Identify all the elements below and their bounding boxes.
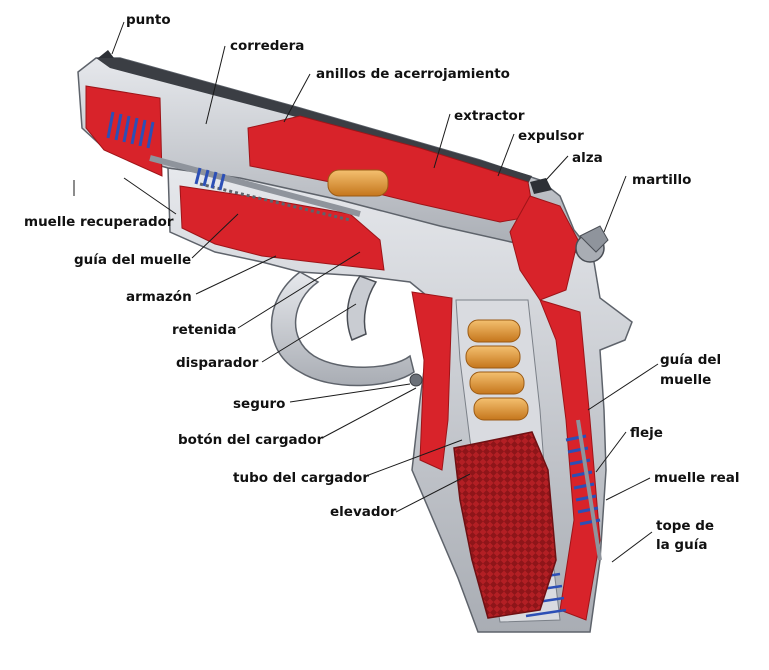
- magazine-release-knob: [409, 373, 423, 387]
- leader-punto: [111, 21, 125, 55]
- hammer: [575, 225, 609, 263]
- chamber-cartridge: [327, 169, 389, 197]
- leader-alza: [545, 155, 569, 181]
- label-muelle-real: muelle real: [654, 470, 740, 486]
- trigger: [346, 275, 378, 341]
- label-tope-de-line1: tope de: [656, 518, 714, 534]
- leader-fleje: [595, 431, 627, 473]
- leader-boton: [321, 387, 417, 439]
- rear-sight: [530, 178, 552, 194]
- label-fleje: fleje: [630, 425, 663, 441]
- leader-tubo: [365, 439, 463, 477]
- label-guia-del-muelle-right-line1: guía del: [660, 352, 721, 368]
- mainspring-guide: [576, 419, 602, 561]
- leader-guia-right: [587, 363, 659, 411]
- trigger-guard: [270, 271, 415, 387]
- label-martillo: martillo: [632, 172, 691, 188]
- label-retenida: retenida: [172, 322, 236, 338]
- label-corredera: corredera: [230, 38, 304, 54]
- cutaway-rear: [509, 195, 579, 301]
- front-sight: [98, 50, 114, 58]
- leader-armazon: [195, 255, 277, 295]
- recoil-spring: [106, 111, 155, 149]
- label-punto: punto: [126, 12, 171, 28]
- magazine-cartridges: [465, 319, 529, 421]
- label-extractor: extractor: [454, 108, 525, 124]
- leader-elevador: [395, 473, 471, 513]
- cutaway-frame-rail: [179, 185, 385, 271]
- leader-tope: [611, 531, 653, 563]
- label-muelle-recuperador: muelle recuperador: [24, 214, 174, 230]
- leader-martillo: [603, 175, 627, 233]
- leader-anillos: [283, 73, 311, 123]
- leader-muelle-real: [605, 477, 651, 501]
- leader-seguro: [289, 383, 411, 403]
- label-seguro: seguro: [233, 396, 285, 412]
- label-alza: alza: [572, 150, 603, 166]
- label-la-guia-line2: la guía: [656, 537, 707, 553]
- label-tubo-del-cargador: tubo del cargador: [233, 470, 369, 486]
- label-anillos-acerrojamiento: anillos de acerrojamiento: [316, 66, 510, 82]
- leader-retenida: [237, 251, 361, 329]
- leader-extractor: [433, 113, 451, 169]
- cutaway-slide-front: [85, 85, 163, 177]
- callout-labels: punto corredera anillos de acerrojamient…: [24, 12, 740, 553]
- mainspring: [565, 434, 601, 526]
- leader-disparador: [261, 303, 357, 363]
- label-guia-del-muelle-right-line2: muelle: [660, 372, 711, 388]
- pistol-body: [77, 50, 633, 633]
- cutaway-grip-back: [539, 299, 601, 621]
- leader-guia-left: [191, 213, 239, 259]
- label-elevador: elevador: [330, 504, 397, 520]
- label-expulsor: expulsor: [518, 128, 584, 144]
- label-disparador: disparador: [176, 355, 259, 371]
- grip-panel: [453, 431, 557, 619]
- guide-rod-teeth: [199, 182, 351, 222]
- guide-rod: [149, 155, 361, 217]
- label-boton-del-cargador: botón del cargador: [178, 432, 324, 448]
- label-armazon: armazón: [126, 289, 192, 305]
- cutaway-grip-front: [411, 291, 453, 471]
- leader-corredera: [205, 45, 226, 125]
- leader-lines: [73, 21, 659, 563]
- leader-muelle-recuperador: [73, 177, 177, 215]
- frame-spring: [194, 167, 226, 191]
- label-guia-del-muelle-left: guía del muelle: [74, 252, 191, 268]
- leader-expulsor: [497, 133, 515, 177]
